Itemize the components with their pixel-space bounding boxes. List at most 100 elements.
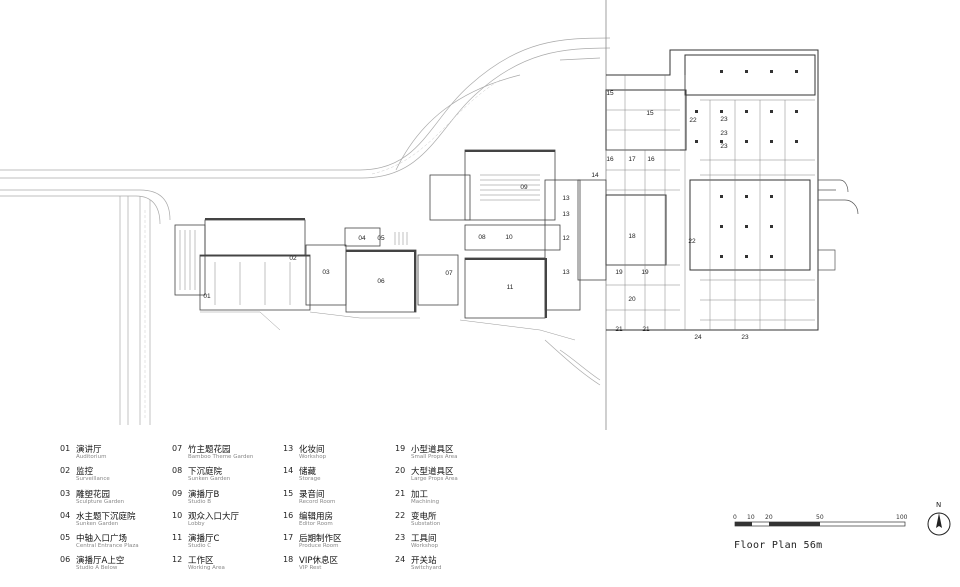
room-label-16b: 16	[647, 156, 655, 163]
legend-number: 22	[395, 510, 406, 520]
legend-name-zh: 后期制作区	[299, 534, 342, 545]
room-label-23d: 23	[741, 334, 749, 341]
legend-name-zh: 监控	[76, 467, 94, 478]
legend-number: 09	[172, 488, 183, 498]
legend-name-zh: 观众入口大厅	[188, 511, 240, 522]
legend-name-zh: 储藏	[299, 467, 317, 478]
room-label-08: 08	[478, 234, 486, 241]
room-label-10: 10	[505, 234, 513, 241]
room-label-02: 02	[289, 255, 297, 262]
legend-name-zh: 演播厅C	[188, 534, 220, 545]
north-arrow-icon	[927, 512, 951, 536]
legend-name-en: Central Entrance Plaza	[76, 543, 139, 550]
room-label-20: 20	[628, 296, 636, 303]
legend-number: 13	[283, 444, 294, 453]
legend-number: 15	[283, 488, 294, 498]
legend-number: 20	[395, 466, 406, 476]
legend-name-zh: 大型道具区	[411, 467, 454, 478]
legend-number: 10	[172, 510, 183, 520]
legend-name-en: Storage	[299, 476, 321, 483]
room-label-15b: 15	[646, 110, 654, 117]
legend-name-zh: 竹主题花园	[188, 445, 231, 455]
room-label-19: 19	[615, 269, 623, 276]
room-label-04: 04	[358, 235, 366, 242]
legend-number: 03	[60, 488, 71, 498]
scale-tick-50: 50	[816, 514, 824, 521]
legend-name-en: Studio A Below	[76, 565, 118, 572]
legend-name-en: Studio B	[188, 498, 212, 505]
scale-tick-0: 0	[733, 514, 737, 521]
legend-name-zh: 雕塑花园	[76, 489, 111, 500]
room-label-13b: 13	[562, 211, 570, 218]
room-label-18: 18	[628, 233, 636, 240]
legend-number: 24	[395, 555, 406, 565]
room-label-23c: 23	[720, 143, 728, 150]
legend-name-en: Editor Room	[299, 520, 333, 527]
legend-name-zh: 化妆间	[299, 445, 325, 455]
room-label-09: 09	[520, 184, 528, 191]
room-label-13: 13	[562, 195, 570, 202]
legend-name-en: Sculpture Garden	[76, 498, 125, 505]
floor-plan-drawing: 01 02 03 04 05 06 07 08 09 10 11 12 13 1…	[0, 0, 859, 430]
scale-tick-100: 100	[896, 514, 908, 521]
legend-number: 04	[60, 510, 71, 520]
legend-name-zh: 录音间	[299, 489, 325, 500]
room-label-11: 11	[507, 284, 514, 291]
legend-number: 18	[283, 555, 294, 565]
room-label-23b: 23	[720, 130, 728, 137]
legend-name-zh: 下沉庭院	[188, 467, 223, 478]
legend-number: 12	[172, 555, 183, 565]
room-label-07: 07	[445, 270, 453, 277]
legend-name-zh: 加工	[411, 489, 429, 500]
legend-name-en: Surveillance	[76, 476, 110, 483]
legend-name-en: Sunken Garden	[188, 476, 231, 483]
room-label-24: 24	[694, 334, 702, 341]
room-label-01: 01	[203, 293, 211, 300]
plan-title: Floor Plan 56m	[734, 540, 823, 551]
legend-name-en: Record Room	[299, 498, 336, 505]
room-label-05: 05	[377, 235, 385, 242]
legend-name-en: Substation	[411, 520, 441, 527]
legend-name-zh: 工作区	[188, 556, 214, 567]
room-label-06: 06	[377, 278, 385, 285]
legend-name-en: Bamboo Theme Garden	[188, 454, 254, 460]
legend-name-en: Studio C	[188, 543, 212, 550]
room-label-17: 17	[628, 156, 636, 163]
legend-name-en: Sunken Garden	[76, 520, 119, 527]
legend-name-en: Small Props Area	[411, 454, 458, 460]
legend-name-en: Produce Room	[299, 543, 339, 550]
legend-name-zh: 演讲厅	[76, 445, 102, 455]
scale-bar	[734, 521, 906, 527]
room-label-22b: 22	[688, 238, 696, 245]
legend-number: 14	[283, 466, 294, 476]
room-label-22: 22	[689, 117, 697, 124]
room-label-14: 14	[591, 172, 599, 179]
legend-number: 01	[60, 444, 71, 453]
room-label-15: 15	[606, 90, 614, 97]
legend-number: 07	[172, 444, 183, 453]
legend-name-zh: 中轴入口广场	[76, 534, 128, 545]
legend-name-zh: 演播厅A上空	[76, 556, 125, 567]
legend-number: 08	[172, 466, 183, 476]
legend-name-zh: 演播厅B	[188, 489, 220, 500]
room-label-21b: 21	[642, 326, 650, 333]
legend-number: 06	[60, 555, 71, 565]
legend-name-en: Auditorium	[76, 454, 107, 460]
legend-name-en: Working Area	[188, 565, 225, 572]
legend-name-zh: VIP休息区	[299, 556, 338, 567]
scale-tick-20: 20	[765, 514, 773, 521]
legend-number: 19	[395, 444, 406, 453]
room-label-19b: 19	[641, 269, 649, 276]
legend-number: 23	[395, 533, 406, 543]
legend-name-zh: 工具间	[411, 534, 437, 545]
scale-tick-10: 10	[747, 514, 755, 521]
legend-name-zh: 变电所	[411, 511, 437, 522]
legend-name-en: Large Props Area	[411, 476, 458, 483]
room-label-16: 16	[606, 156, 614, 163]
legend-name-en: Workshop	[411, 543, 439, 550]
legend-name-zh: 水主题下沉庭院	[76, 511, 136, 522]
legend-number: 17	[283, 533, 294, 543]
legend-name-zh: 小型道具区	[411, 445, 454, 455]
room-label-03: 03	[322, 269, 330, 276]
room-label-13c: 13	[562, 269, 570, 276]
